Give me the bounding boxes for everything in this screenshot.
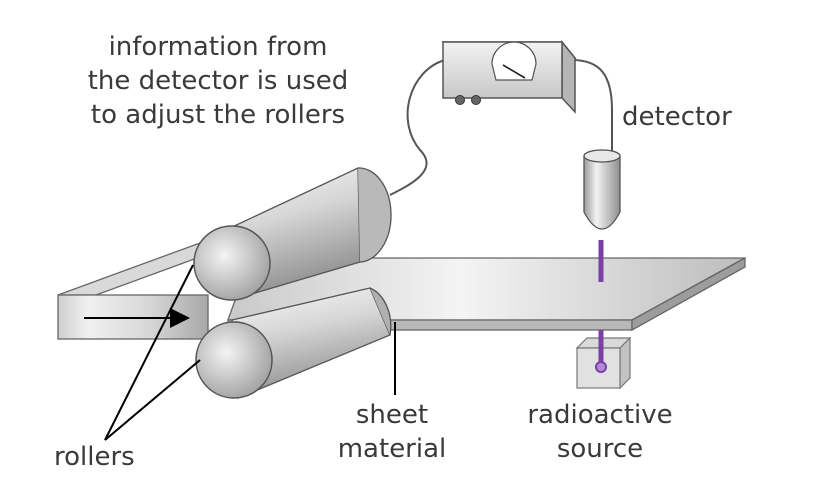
rollers-leader-lines xyxy=(104,264,201,441)
detector-label: detector xyxy=(622,102,732,132)
bottom-roller xyxy=(195,287,392,399)
source-label-line1: radioactive xyxy=(527,400,673,430)
rollers-label: rollers xyxy=(54,442,135,472)
meter-knob-left xyxy=(455,95,465,105)
detector-wire xyxy=(571,59,613,152)
info-label-line1: information from xyxy=(108,32,328,62)
sheet-label-line1: sheet xyxy=(355,400,429,430)
source-label-line2: source xyxy=(556,434,644,464)
detector xyxy=(583,149,621,230)
info-label: information from the detector is used to… xyxy=(68,30,368,132)
sheet-material-label: sheet material xyxy=(322,398,462,466)
info-label-line3: to adjust the rollers xyxy=(90,100,346,130)
control-wire xyxy=(389,59,446,196)
radioactive-source-label: radioactive source xyxy=(510,398,690,466)
info-label-line2: the detector is used xyxy=(87,66,349,96)
sheet-label-line2: material xyxy=(337,434,447,464)
meter-knob-right xyxy=(471,95,481,105)
meter-box xyxy=(441,39,577,114)
radioactive-source xyxy=(575,330,632,390)
meter-needle xyxy=(502,64,526,79)
top-roller xyxy=(193,166,392,301)
